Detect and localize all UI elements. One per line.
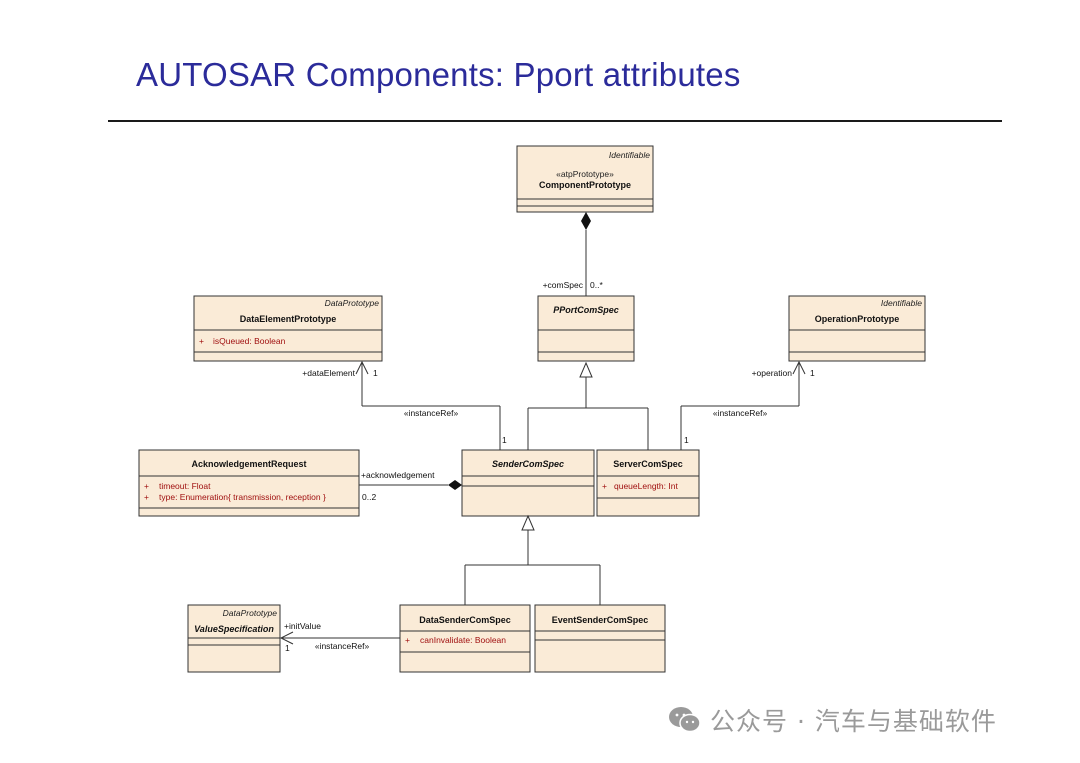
composition-diamond [581,212,591,230]
class-name: ValueSpecification [194,624,274,634]
class-operation-prototype[interactable]: Identifiable OperationPrototype [788,295,926,362]
attr-can-invalidate: canInvalidate: Boolean [420,635,506,645]
class-parent-label: Identifiable [609,150,650,160]
stereotype-label: «instanceRef» [404,408,459,418]
multiplicity-label: 0..2 [362,492,376,502]
class-stereotype: «atpPrototype» [556,169,614,179]
class-parent-label: Identifiable [881,298,922,308]
attr-marker: + [405,635,410,645]
wechat-icon [669,707,701,733]
class-server-com-spec[interactable]: ServerComSpec + queueLength: Int [596,449,700,517]
multiplicity-label: 1 [810,368,815,378]
class-sender-com-spec[interactable]: SenderComSpec [461,449,595,517]
composition-acknowledgement: +acknowledgement 0..2 [359,470,462,502]
generalization-pport [527,361,649,450]
attr-timeout: timeout: Float [159,481,211,491]
class-data-element-prototype[interactable]: DataPrototype DataElementPrototype + isQ… [193,295,383,362]
class-acknowledgement-request[interactable]: AcknowledgementRequest + timeout: Float … [138,449,360,517]
watermark: 公众号 · 汽车与基础软件 [668,702,997,738]
role-label: +initValue [284,621,321,631]
multiplicity-label: 1 [285,643,290,653]
attr-type: type: Enumeration{ transmission, recepti… [159,492,326,502]
role-label: +dataElement [302,368,355,378]
class-name: AcknowledgementRequest [191,459,306,469]
class-component-prototype[interactable]: Identifiable «atpPrototype» ComponentPro… [516,145,654,213]
multiplicity-label: 0..* [590,280,603,290]
class-name: DataSenderComSpec [419,615,511,625]
class-name: PPortComSpec [553,305,619,315]
multiplicity-label: 1 [502,435,507,445]
attr-is-queued: isQueued: Boolean [213,336,286,346]
class-name: SenderComSpec [492,459,564,469]
class-name: OperationPrototype [815,314,900,324]
attr-marker: + [199,336,204,346]
class-name: ComponentPrototype [539,180,631,190]
role-label: +operation [752,368,793,378]
multiplicity-label: 1 [373,368,378,378]
attr-marker: + [602,481,607,491]
class-name: EventSenderComSpec [552,615,649,625]
generalization-sender [464,514,601,605]
class-parent-label: DataPrototype [223,608,278,618]
generalization-arrowhead [579,361,593,378]
class-name: DataElementPrototype [240,314,337,324]
association-init-value: +initValue 1 «instanceRef» [279,621,400,653]
title-divider [108,120,1002,122]
composition-diamond [448,480,462,490]
class-name: ServerComSpec [613,459,683,469]
multiplicity-label: 1 [684,435,689,445]
attr-marker: + [144,492,149,502]
watermark-text: 公众号 · 汽车与基础软件 [710,707,997,736]
attr-queue-length: queueLength: Int [614,481,678,491]
attr-marker: + [144,481,149,491]
role-label: +acknowledgement [361,470,435,480]
class-pport-com-spec[interactable]: PPortComSpec [537,295,635,362]
composition-com-spec: +comSpec 0..* [543,212,603,296]
class-event-sender-com-spec[interactable]: EventSenderComSpec [534,604,666,673]
class-value-specification[interactable]: DataPrototype ValueSpecification [187,604,281,673]
slide-title: AUTOSAR Components: Pport attributes [136,56,741,93]
stereotype-label: «instanceRef» [713,408,768,418]
association-operation: +operation 1 «instanceRef» 1 [680,360,815,450]
class-data-sender-com-spec[interactable]: DataSenderComSpec + canInvalidate: Boole… [399,604,531,673]
generalization-arrowhead [521,514,535,531]
association-data-element: +dataElement 1 «instanceRef» 1 [302,360,507,450]
stereotype-label: «instanceRef» [315,641,370,651]
class-parent-label: DataPrototype [325,298,380,308]
role-label: +comSpec [543,280,584,290]
